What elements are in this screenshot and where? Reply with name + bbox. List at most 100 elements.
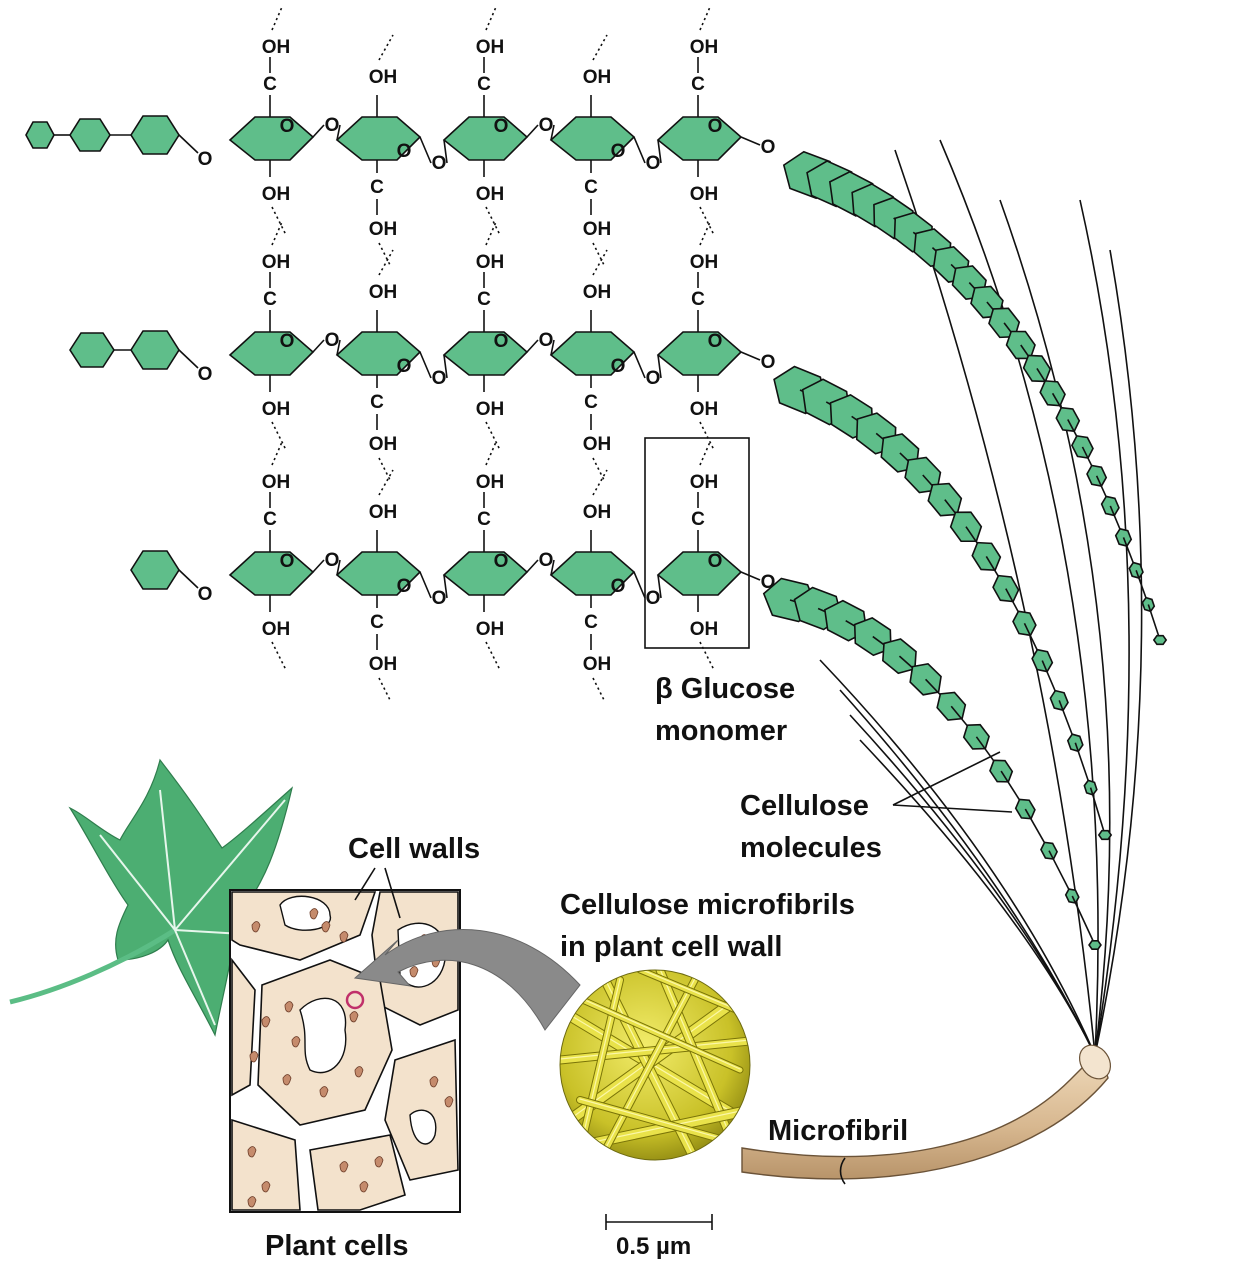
hydroxyl-group: OH (583, 434, 612, 455)
chloroplast (251, 921, 261, 933)
glucose-ring (1152, 634, 1168, 646)
ring-oxygen: O (397, 576, 412, 597)
plant-cell (384, 1038, 459, 1181)
microfibril-micrograph (559, 969, 751, 1161)
glycosidic-oxygen: O (198, 149, 213, 170)
carbon-atom: C (263, 289, 277, 310)
chloroplast (359, 1181, 369, 1193)
glycosidic-oxygen: O (761, 137, 776, 158)
glucose-ring (228, 551, 315, 596)
chloroplast (339, 1161, 349, 1173)
cellulose-label-line2: molecules (740, 832, 882, 864)
hydroxyl-group: OH (583, 654, 612, 675)
cellulose-chain-tail (773, 365, 1113, 841)
microfibrils-label-line1: Cellulose microfibrils (560, 889, 855, 921)
glycosidic-oxygen: O (646, 588, 661, 609)
chloroplast (349, 1011, 359, 1023)
plant-cell (231, 957, 256, 1097)
chloroplast (261, 1181, 271, 1193)
cell-walls-label: Cell walls (348, 833, 480, 865)
plant-cells-label: Plant cells (265, 1230, 408, 1262)
ring-oxygen: O (708, 116, 723, 137)
glycosidic-oxygen: O (198, 364, 213, 385)
glucose-ring (656, 551, 743, 596)
chloroplast (291, 1036, 301, 1048)
glucose-ring (1012, 610, 1037, 637)
hydroxyl-group: OH (476, 37, 505, 58)
leaf-illustration (9, 758, 294, 1037)
hydroxyl-group: OH (583, 282, 612, 303)
glycosidic-oxygen: O (325, 115, 340, 136)
glucose-label-line1: β Glucose (655, 673, 795, 705)
glycosidic-oxygen: O (539, 550, 554, 571)
carbon-atom: C (584, 392, 598, 413)
hydroxyl-group: OH (369, 219, 398, 240)
chloroplast (319, 1086, 329, 1098)
glucose-ring (69, 118, 111, 152)
plant-cell (309, 1134, 406, 1211)
chloroplast (444, 1096, 454, 1108)
glycosidic-oxygen: O (432, 588, 447, 609)
hydroxyl-group: OH (476, 472, 505, 493)
hydroxyl-group: OH (262, 399, 291, 420)
glucose-ring (130, 330, 180, 370)
glucose-monomer-box (644, 437, 750, 649)
glucose-ring (228, 116, 315, 161)
glucose-ring (442, 331, 529, 376)
chloroplast (374, 1156, 384, 1168)
glucose-ring (130, 115, 180, 155)
glycosidic-oxygen: O (539, 330, 554, 351)
hydroxyl-group: OH (369, 502, 398, 523)
ring-oxygen: O (611, 356, 626, 377)
cellulose-label-line1: Cellulose (740, 790, 869, 822)
scale-bar-label: 0.5 µm (616, 1233, 691, 1260)
hydroxyl-group: OH (476, 184, 505, 205)
glycosidic-oxygen: O (432, 153, 447, 174)
ring-oxygen: O (611, 141, 626, 162)
carbon-atom: C (584, 177, 598, 198)
hydroxyl-group: OH (262, 252, 291, 273)
ring-oxygen: O (397, 356, 412, 377)
cellulose-molecule-line (839, 689, 1096, 1056)
carbon-atom: C (263, 74, 277, 95)
ring-oxygen: O (708, 331, 723, 352)
hydroxyl-group: OH (262, 619, 291, 640)
plant-cell (231, 1118, 301, 1211)
glycosidic-oxygen: O (325, 330, 340, 351)
hydroxyl-group: OH (369, 434, 398, 455)
glycosidic-oxygen: O (198, 584, 213, 605)
hydroxyl-group: OH (690, 252, 719, 273)
carbon-atom: C (477, 289, 491, 310)
glucose-ring (69, 332, 115, 368)
chloroplast (249, 1051, 259, 1063)
microfibril-strand (741, 1044, 1112, 1185)
carbon-atom: C (370, 392, 384, 413)
glucose-ring (656, 116, 743, 161)
hydroxyl-group: OH (583, 219, 612, 240)
cellulose-molecule-line (999, 199, 1111, 1056)
cellulose-molecule-line (819, 659, 1096, 1056)
chloroplast (339, 931, 349, 943)
ring-oxygen: O (280, 331, 295, 352)
chloroplast (409, 966, 419, 978)
chloroplast (354, 1066, 364, 1078)
hydroxyl-group: OH (690, 37, 719, 58)
microfibrils-label-line2: in plant cell wall (560, 931, 782, 963)
carbon-atom: C (584, 612, 598, 633)
ring-oxygen: O (611, 576, 626, 597)
zoom-arrow (353, 929, 581, 1031)
hydroxyl-group: OH (476, 252, 505, 273)
glycosidic-oxygen: O (432, 368, 447, 389)
glycosidic-oxygen: O (539, 115, 554, 136)
cellulose-molecule-line (1079, 199, 1130, 1056)
glucose-ring (1088, 940, 1102, 950)
cellulose-molecule-lines (819, 139, 1143, 1056)
ring-oxygen: O (280, 116, 295, 137)
hydroxyl-group: OH (262, 37, 291, 58)
chloroplast (247, 1196, 257, 1208)
chloroplast (309, 908, 319, 920)
